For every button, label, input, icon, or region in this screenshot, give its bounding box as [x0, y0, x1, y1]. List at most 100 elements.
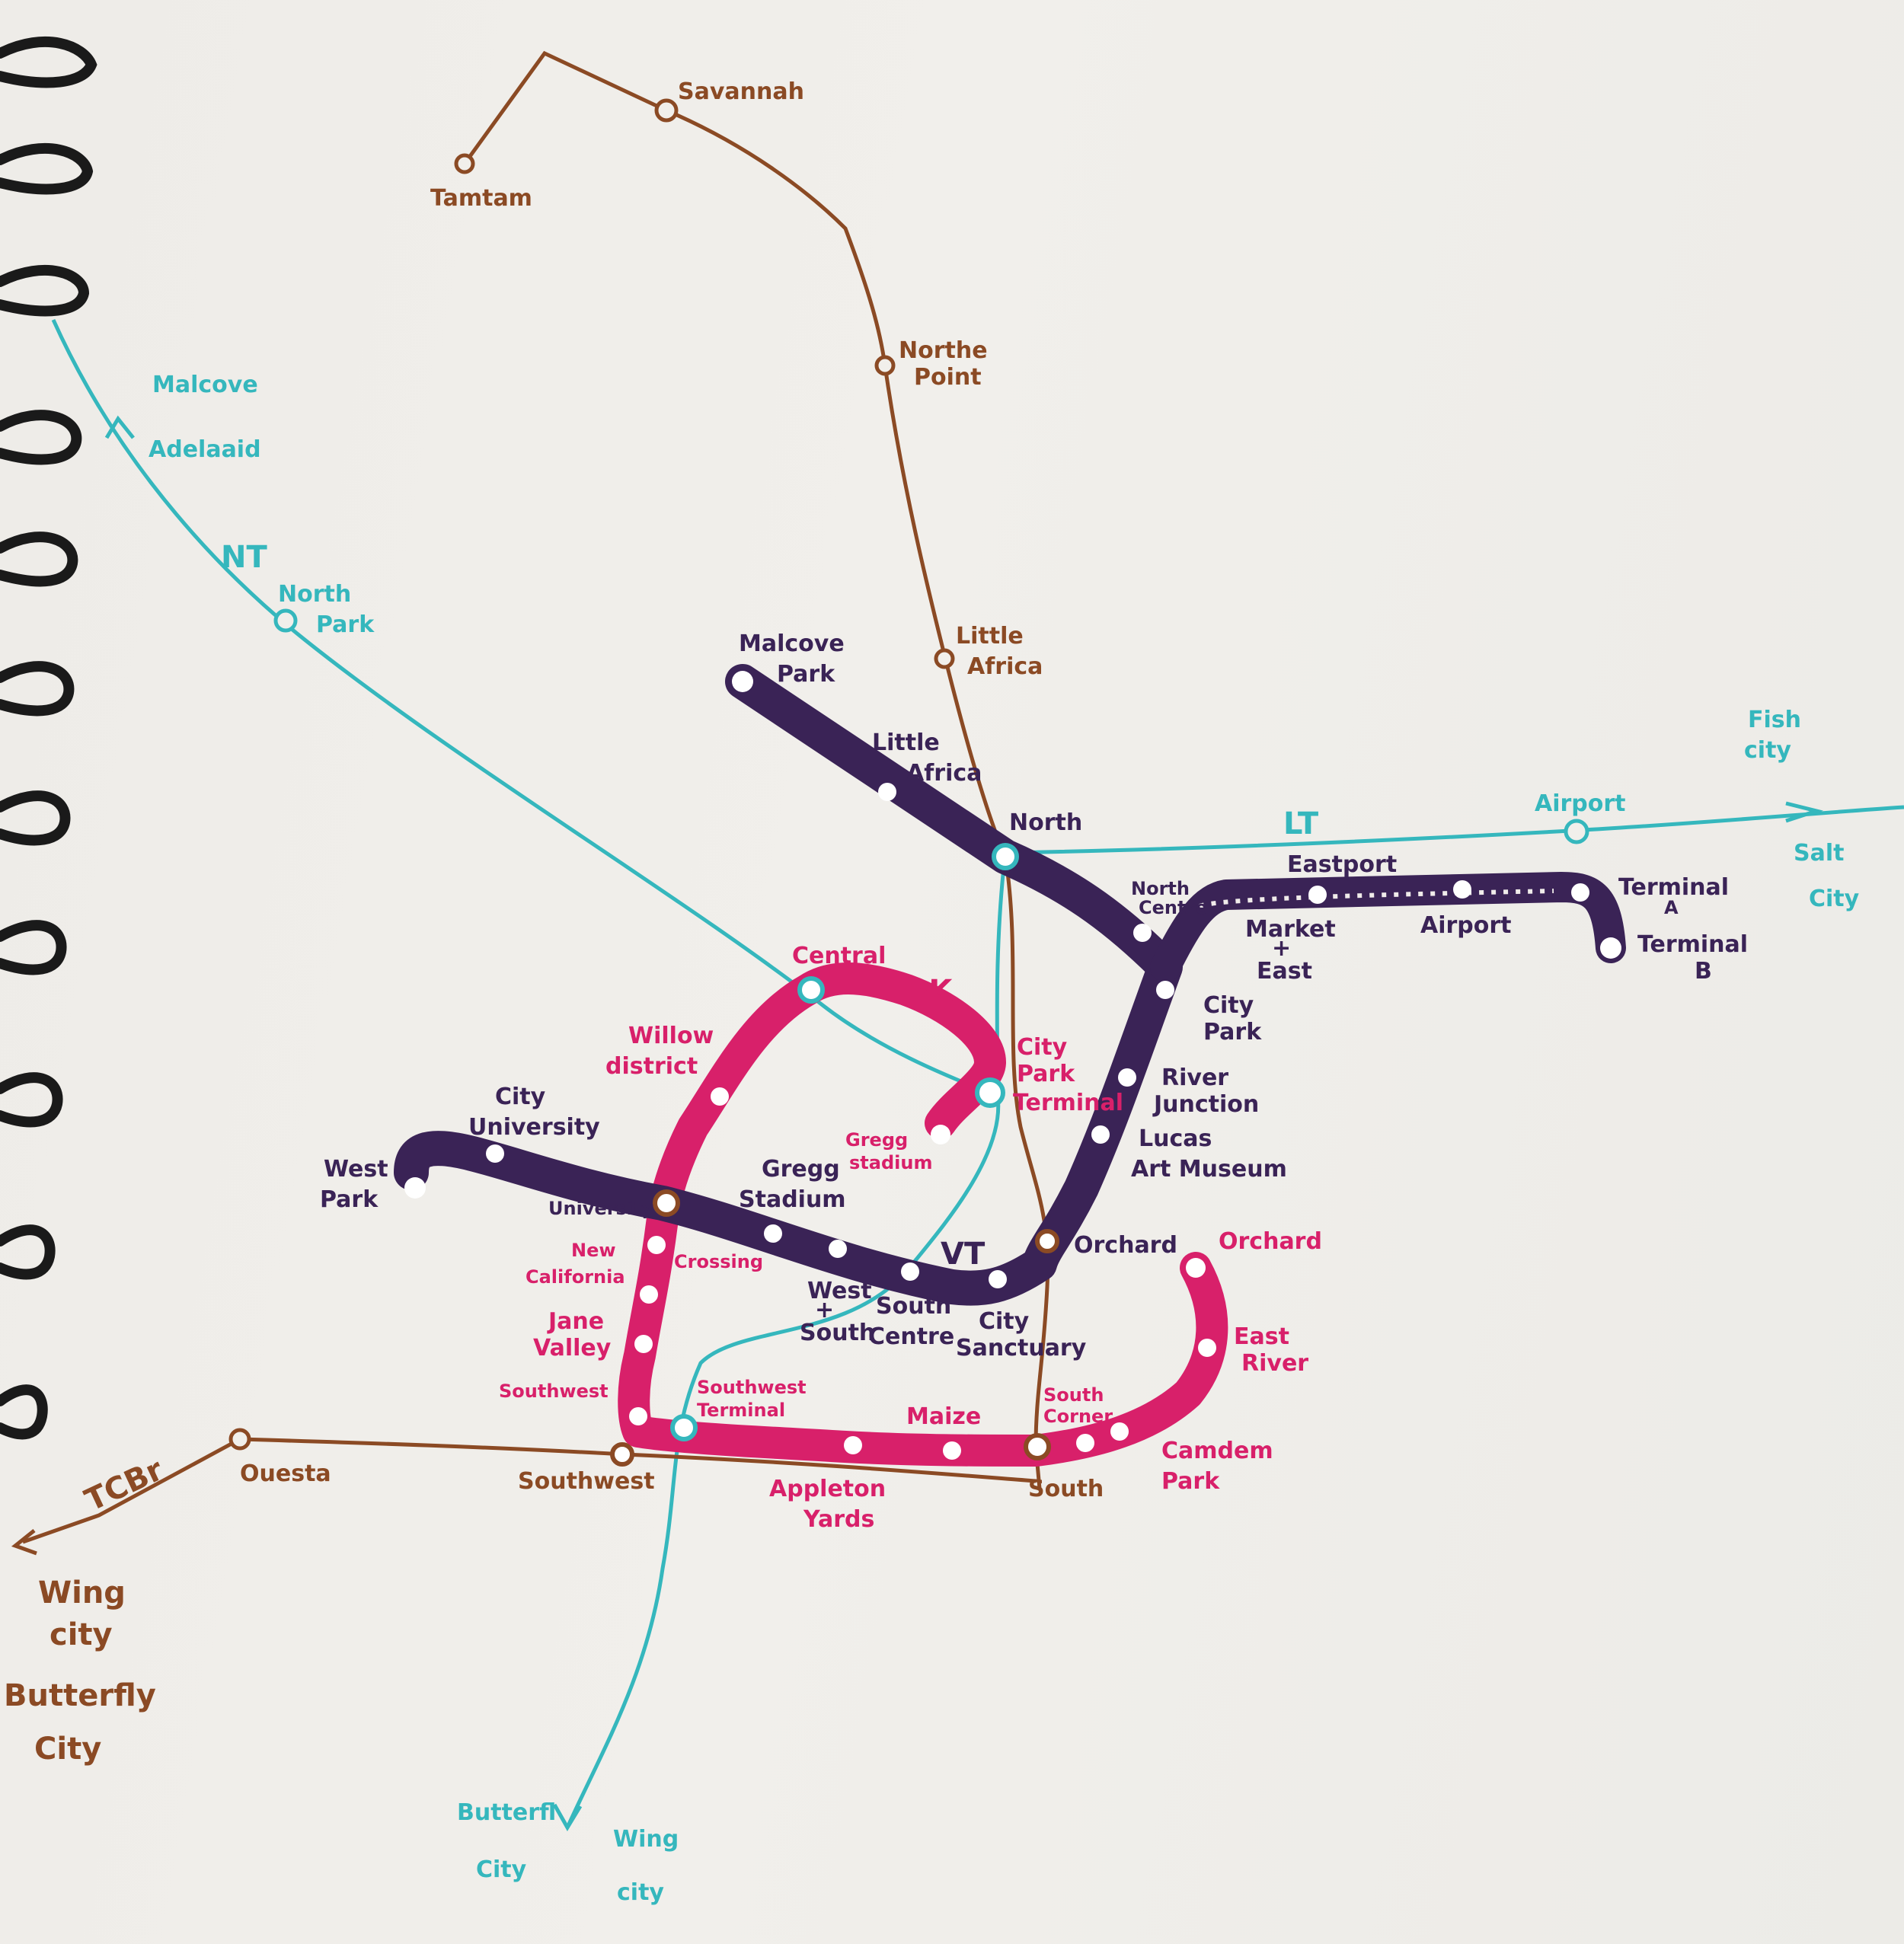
- north-centre-label-2: Centre: [1139, 897, 1208, 918]
- south-brown-label: South: [1028, 1476, 1104, 1502]
- southwest-brown-station: [610, 1442, 634, 1467]
- savannah-label: Savannah: [678, 78, 804, 105]
- terminal-b-station: [1600, 937, 1621, 959]
- camden-label-1: Camdem: [1161, 1438, 1273, 1464]
- airport-teal-label: Airport: [1535, 790, 1626, 817]
- savannah-station: [654, 98, 679, 123]
- purple-labels: Malcove Park Little Africa North North C…: [320, 630, 1748, 1361]
- orchard-magenta-label: Orchard: [1219, 1228, 1322, 1255]
- city-park-label-2: Park: [1203, 1019, 1262, 1045]
- tamtam-label: Tamtam: [430, 185, 532, 212]
- terminal-a-station: [1571, 883, 1589, 902]
- fish-city-label-2: city: [1744, 737, 1791, 764]
- south-arrow-icon: [552, 1803, 583, 1831]
- south-centre-label-1: South: [876, 1293, 951, 1320]
- north-label: North: [1009, 809, 1082, 836]
- southwest-terminal-interchange: [670, 1414, 698, 1441]
- northe-point-station: [874, 355, 896, 376]
- northe-point-label-2: Point: [914, 364, 982, 391]
- airport-teal-station: [1564, 819, 1589, 844]
- south-corner-label-2: Corner: [1043, 1406, 1113, 1427]
- malcove-park-label-2: Park: [777, 661, 835, 688]
- south-destination-1-a: Butterfl: [457, 1799, 556, 1826]
- lucas-label-1: Lucas: [1139, 1125, 1212, 1152]
- northe-point-label-1: Northe: [899, 337, 988, 364]
- little-africa-purple-station: [878, 783, 896, 801]
- camden-park-station: [1110, 1422, 1129, 1441]
- magenta-stations: [629, 1087, 1216, 1460]
- airport-purple-station: [1453, 880, 1471, 899]
- university-interchange: [653, 1189, 680, 1217]
- city-park-terminal-label-1: City: [1017, 1034, 1068, 1061]
- purple-stations: [404, 671, 1621, 1288]
- city-park-station: [1156, 981, 1174, 999]
- southwest-terminal-label-2: Terminal: [697, 1400, 785, 1421]
- interchange-highlights: [670, 843, 1019, 1441]
- west-park-label-1: West: [324, 1156, 388, 1183]
- fish-city-label-1: Fish: [1748, 707, 1801, 733]
- teal-labels: Malcove Adelaaid NT North Park LT Airpor…: [149, 372, 1860, 1906]
- south-interchange: [1024, 1433, 1051, 1460]
- little-africa-purple-label-2: Africa: [906, 760, 982, 787]
- lt-line: [1005, 805, 1904, 855]
- malcove-park-station: [732, 671, 753, 692]
- brown-labels: Tamtam Savannah Northe Point Little Afri…: [4, 78, 1104, 1767]
- west-south-station: [829, 1240, 847, 1258]
- terminal-a-label-1: Terminal: [1618, 874, 1729, 901]
- south-centre-station: [901, 1262, 919, 1281]
- market-east-label-2: +: [1272, 935, 1291, 962]
- market-east-label-3: East: [1257, 958, 1312, 985]
- magenta-labels: Central PK Willow district City Park Ter…: [499, 943, 1322, 1533]
- gregg-stadium-magenta-station: [931, 1125, 950, 1144]
- brown-stations: [228, 98, 955, 1451]
- southwest-magenta-label: Southwest: [499, 1381, 609, 1402]
- willow-label-1: Willow: [628, 1023, 714, 1049]
- gregg-stadium-magenta-label-1: Gregg: [845, 1129, 908, 1151]
- tcbr-label: TCBr: [80, 1452, 169, 1518]
- little-africa-purple-label-1: Little: [872, 729, 940, 756]
- lt-label: LT: [1283, 806, 1319, 841]
- magenta-line: [618, 962, 1228, 1467]
- new-california-label-2: California: [526, 1266, 625, 1288]
- southwest-terminal-label-1: Southwest: [697, 1377, 807, 1398]
- brown-destination-4: City: [34, 1732, 101, 1767]
- north-park-label-2: Park: [316, 611, 375, 638]
- southwest-magenta-station: [629, 1407, 647, 1425]
- gregg-stadium-purple-station: [764, 1224, 782, 1243]
- nw-arrow-icon: [104, 415, 135, 439]
- brown-interchanges: [610, 1189, 1059, 1467]
- orchard-purple-label: Orchard: [1074, 1232, 1177, 1259]
- south-corner-station: [1076, 1434, 1094, 1452]
- north-park-station: [273, 608, 298, 633]
- gregg-stadium-purple-label-2: Stadium: [739, 1186, 846, 1213]
- north-centre-label-1: North: [1131, 878, 1190, 899]
- east-river-station: [1198, 1339, 1216, 1357]
- central-label: Central: [792, 943, 886, 969]
- brown-destination-3: Butterfly: [4, 1678, 156, 1713]
- river-junction-label-2: Junction: [1152, 1091, 1259, 1118]
- south-destination-1-b: City: [476, 1856, 527, 1883]
- pk-label: PK: [906, 974, 954, 1009]
- nt-line: [51, 318, 1001, 1829]
- salt-city-label-1: Salt: [1794, 840, 1844, 867]
- lucas-station: [1091, 1125, 1110, 1144]
- city-park-terminal-label-3: Terminal: [1013, 1090, 1123, 1116]
- gregg-stadium-magenta-label-2: stadium: [849, 1152, 932, 1173]
- west-park-station: [404, 1177, 426, 1199]
- west-south-label-2: +: [815, 1297, 834, 1323]
- lucas-label-2: Art Museum: [1131, 1156, 1287, 1183]
- little-africa-brown-station: [934, 648, 955, 669]
- university-label: University: [548, 1198, 654, 1219]
- terminal-b-label-1: Terminal: [1637, 931, 1748, 958]
- west-south-label-3: South: [800, 1320, 875, 1346]
- west-arrow-icon: [11, 1529, 37, 1556]
- city-park-terminal-interchange: [975, 1077, 1005, 1108]
- new-california-label-1: New: [571, 1240, 616, 1261]
- city-university-label-1: City: [495, 1084, 546, 1110]
- jane-valley-label-1: Jane: [547, 1308, 604, 1335]
- eastport-station: [1308, 886, 1327, 904]
- city-sanctuary-station: [989, 1270, 1007, 1288]
- river-junction-label-1: River: [1161, 1065, 1228, 1091]
